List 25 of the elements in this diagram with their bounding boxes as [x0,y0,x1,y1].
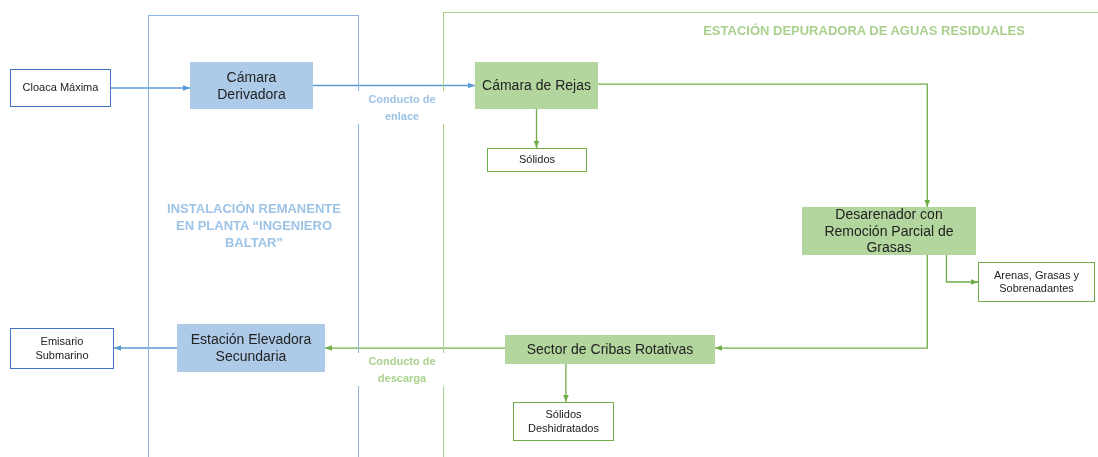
arrow [110,85,191,91]
process-box: Desarenador con Remoción Parcial de Grasas [802,207,976,255]
output-box: Cloaca Máxima [10,69,111,107]
edge-label: Conducto de descarga [357,353,447,386]
output-box: Sólidos [487,148,587,172]
arrow [714,254,928,351]
arrow [945,254,979,285]
process-box: Cámara Derivadora [190,62,313,109]
output-box: Arenas, Grasas y Sobrenadantes [978,262,1095,302]
arrow [312,82,476,89]
process-box: Sector de Cribas Rotativas [505,335,715,364]
process-box: Cámara de Rejas [475,62,598,109]
arrow [533,108,540,149]
output-box: Sólidos Deshidratados [513,402,614,441]
arrow [113,345,178,351]
zone-title: ESTACIÓN DEPURADORA DE AGUAS RESIDUALES [702,23,1026,40]
arrow [563,363,569,403]
edge-label: Conducto de enlace [357,91,447,124]
zone-panel [443,12,1098,457]
arrow [597,83,931,208]
process-box: Estación Elevadora Secundaria [177,324,325,372]
zone-title: INSTALACIÓN REMANENTE EN PLANTA “INGENIERO BALTAR” [166,201,342,252]
zone-panel [148,15,359,457]
output-box: Emisario Submarino [10,328,114,369]
arrow [324,345,506,351]
